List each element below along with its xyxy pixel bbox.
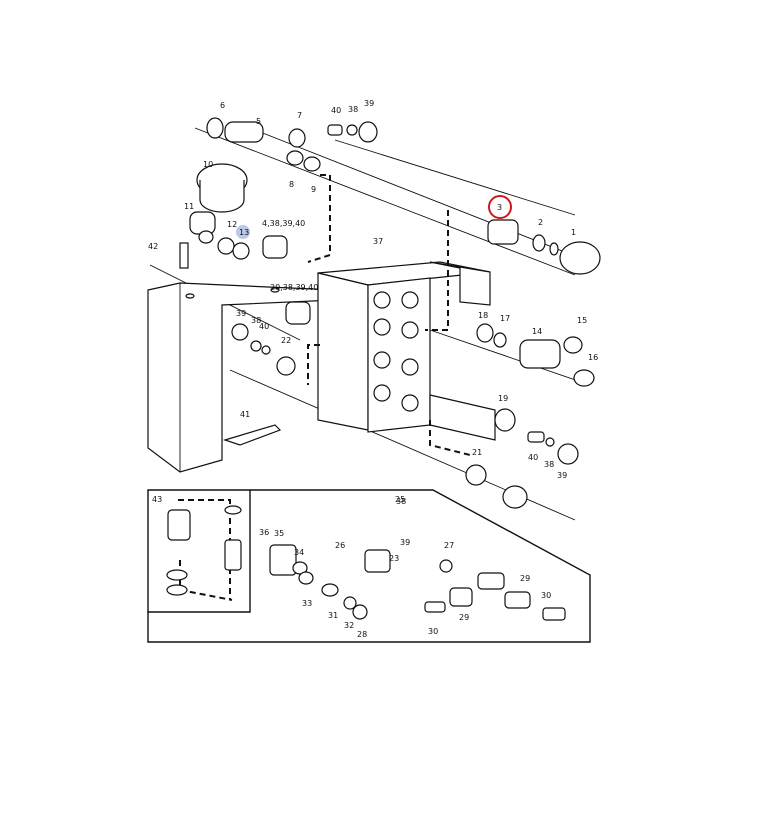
callout-label: 14 [532, 327, 542, 336]
callout-label: 6 [220, 101, 225, 110]
callout-label: 1 [571, 228, 576, 237]
callout-label: 30 [428, 627, 438, 636]
callout-label: 38 [251, 316, 261, 325]
callout-label: 15 [577, 316, 587, 325]
callout-label: 23 [389, 554, 399, 563]
right-and-lower-components [231, 301, 595, 509]
callout-label: 17 [500, 314, 510, 323]
callout-label: 22 [281, 336, 291, 345]
callout-label: 36 [259, 528, 269, 537]
callout-label: 38 [348, 105, 358, 114]
callout-label: 12 [227, 220, 237, 229]
callout-label: 26 [335, 541, 345, 550]
callout-label: 29 [459, 613, 469, 622]
inset-panels [147, 489, 591, 643]
highlight-markers [236, 195, 512, 239]
callout-label: 28 [357, 630, 367, 639]
callout-label: 11 [184, 202, 194, 211]
callout-label: 13 [239, 228, 249, 237]
callout-label: 39 [236, 309, 246, 318]
callout-label: 7 [297, 111, 302, 120]
callout-label: 18 [478, 311, 488, 320]
callout-label: 27 [444, 541, 454, 550]
upper-components [179, 117, 601, 275]
callout-label: 40 [259, 322, 269, 331]
callout-labels-main: 1 2 3 4,38,39,40 5 6 7 8 9 10 11 12 13 1… [148, 99, 598, 547]
callout-3-highlight[interactable] [488, 195, 512, 219]
callout-13-highlight[interactable] [236, 225, 250, 239]
callout-label: 19 [498, 394, 508, 403]
callout-label: 34 [294, 548, 304, 557]
callout-label: 25 [395, 495, 405, 504]
mounting-bracket [147, 282, 336, 473]
callout-label: 8 [289, 180, 294, 189]
callout-label: 5 [256, 117, 261, 126]
callout-label: 39 [400, 538, 410, 547]
callout-label: 9 [311, 185, 316, 194]
callout-label: 40 [528, 453, 538, 462]
callout-label: 39 [364, 99, 374, 108]
callout-label: 41 [240, 410, 250, 419]
callout-label: 10 [203, 160, 213, 169]
callout-label: 37 [373, 237, 383, 246]
callout-label: 38 [396, 497, 406, 506]
callout-label: 33 [302, 599, 312, 608]
callout-label: 43 [152, 495, 162, 504]
callout-label: 4,38,39,40 [262, 219, 305, 228]
callout-label: 21 [472, 448, 482, 457]
callout-label: 32 [344, 621, 354, 630]
callout-labels-inset: 23 25 26 27 28 29 29 30 30 31 32 33 34 3… [152, 495, 551, 639]
valve-block [317, 261, 496, 441]
callout-label: 3 [497, 203, 502, 212]
callout-label: 38 [544, 460, 554, 469]
callout-label: 42 [148, 242, 158, 251]
callout-label: 29 [520, 574, 530, 583]
callout-label: 20,38,39,40 [270, 283, 318, 292]
callout-label: 31 [328, 611, 338, 620]
callout-label: 35 [274, 529, 284, 538]
callout-label: 40 [331, 106, 341, 115]
callout-label: 39 [557, 471, 567, 480]
callout-label: 30 [541, 591, 551, 600]
callout-label: 2 [538, 218, 543, 227]
callout-label: 16 [588, 353, 598, 362]
